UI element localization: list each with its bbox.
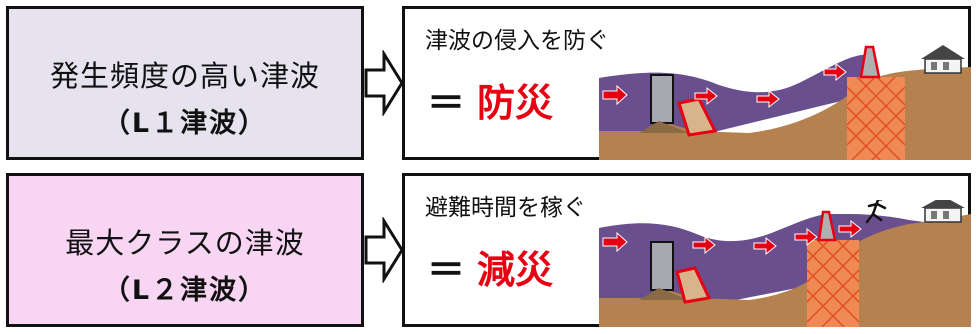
l2-wave-arrow-icon <box>602 231 628 253</box>
l1-levee-red <box>677 97 718 137</box>
l1-wave-arrow-icon <box>756 89 780 109</box>
l1-keyword: 防災 <box>477 81 554 125</box>
l1-wave-arrow-icon <box>823 62 847 82</box>
l1-connector-arrow-icon <box>364 50 404 116</box>
l1-caption: 津波の侵入を防ぐ <box>425 28 609 54</box>
l2-label-line2: （L２津波） <box>102 275 268 306</box>
l2-label-line1: 最大クラスの津波 <box>65 226 305 260</box>
l1-wave-arrow-icon <box>694 86 718 106</box>
l1-tsunami-box: 発生頻度の高い津波 （L１津波） <box>6 6 364 160</box>
l2-measure-box: 避難時間を稼ぐ ＝減災 <box>402 173 971 327</box>
l1-wave-arrow-icon <box>602 84 628 106</box>
l1-measure-box: 津波の侵入を防ぐ ＝防災 <box>402 6 971 160</box>
l2-tsunami-box: 最大クラスの津波 （L２津波） <box>6 173 364 327</box>
l2-levee-red <box>675 266 712 304</box>
l2-breakwater <box>650 241 674 291</box>
l2-wave-arrow-icon <box>838 219 862 239</box>
l1-breakwater <box>650 74 674 124</box>
running-person-icon <box>865 200 887 224</box>
l1-embankment <box>847 77 905 160</box>
l2-equals: ＝ <box>427 248 466 292</box>
l2-mound <box>639 288 689 300</box>
l1-seawall <box>859 45 881 79</box>
l1-house-icon <box>921 45 965 74</box>
l1-label-line2: （L１津波） <box>102 108 268 139</box>
l2-caption: 避難時間を稼ぐ <box>425 195 586 221</box>
l1-equals: ＝ <box>427 81 466 125</box>
l2-keyword: 減災 <box>477 248 554 292</box>
l2-cross-section-diagram <box>599 200 971 327</box>
l2-wave-arrow-icon <box>692 235 716 255</box>
l2-equation: ＝減災 <box>427 239 553 294</box>
l2-wave-arrow-icon <box>753 236 777 256</box>
l1-cross-section-diagram <box>599 45 971 160</box>
l2-connector-arrow-icon <box>364 217 404 283</box>
l1-mound <box>639 121 689 133</box>
l2-wave-arrow-icon <box>794 227 818 247</box>
l1-equation: ＝防災 <box>427 72 553 127</box>
l1-label-line1: 発生頻度の高い津波 <box>49 59 320 93</box>
l2-seawall <box>817 210 837 242</box>
l2-house-icon <box>921 200 965 223</box>
